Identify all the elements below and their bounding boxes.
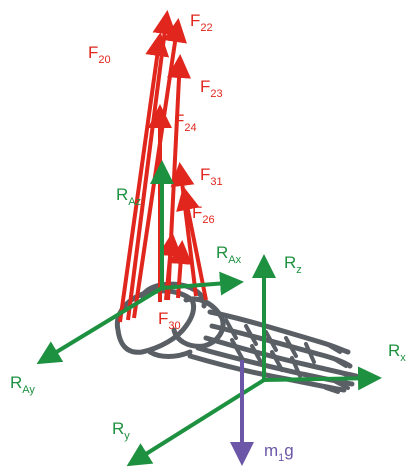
phalanges (224, 318, 354, 394)
muscle-forces (118, 10, 208, 323)
foot-skeleton (114, 281, 359, 394)
label-f24: F24 (174, 111, 197, 134)
label-f31: F31 (200, 165, 223, 188)
label-f20: F20 (88, 43, 111, 66)
midfoot-bones (171, 296, 226, 349)
label-rx: Rx (388, 341, 406, 364)
f22-arrow-a (126, 10, 177, 321)
label-ry: Ry (112, 419, 130, 442)
label-f23: F23 (200, 77, 223, 100)
label-f30: F30 (158, 309, 181, 332)
rx-arrow (263, 366, 382, 391)
label-raz: RAz (116, 185, 141, 208)
force-labels: F20 F22 F23 F24 F31 F26 F30 RAz RAx RAy … (10, 11, 406, 464)
cuboid-bone (147, 349, 193, 359)
label-rz: Rz (284, 253, 302, 276)
label-ray: RAy (10, 373, 35, 396)
reaction-forces (36, 160, 382, 467)
ray-arrow (36, 286, 164, 365)
label-m1g: m1g (264, 441, 294, 464)
metatarsal-1 (207, 309, 351, 355)
f30-arrow-b (168, 240, 193, 299)
f26-arrow (176, 186, 208, 301)
label-rax: RAx (216, 243, 242, 266)
label-f26: F26 (192, 203, 215, 226)
label-f22: F22 (190, 11, 213, 34)
f20-arrow (118, 32, 170, 323)
rax-arrow (161, 271, 244, 296)
metatarsal-5 (187, 353, 347, 393)
